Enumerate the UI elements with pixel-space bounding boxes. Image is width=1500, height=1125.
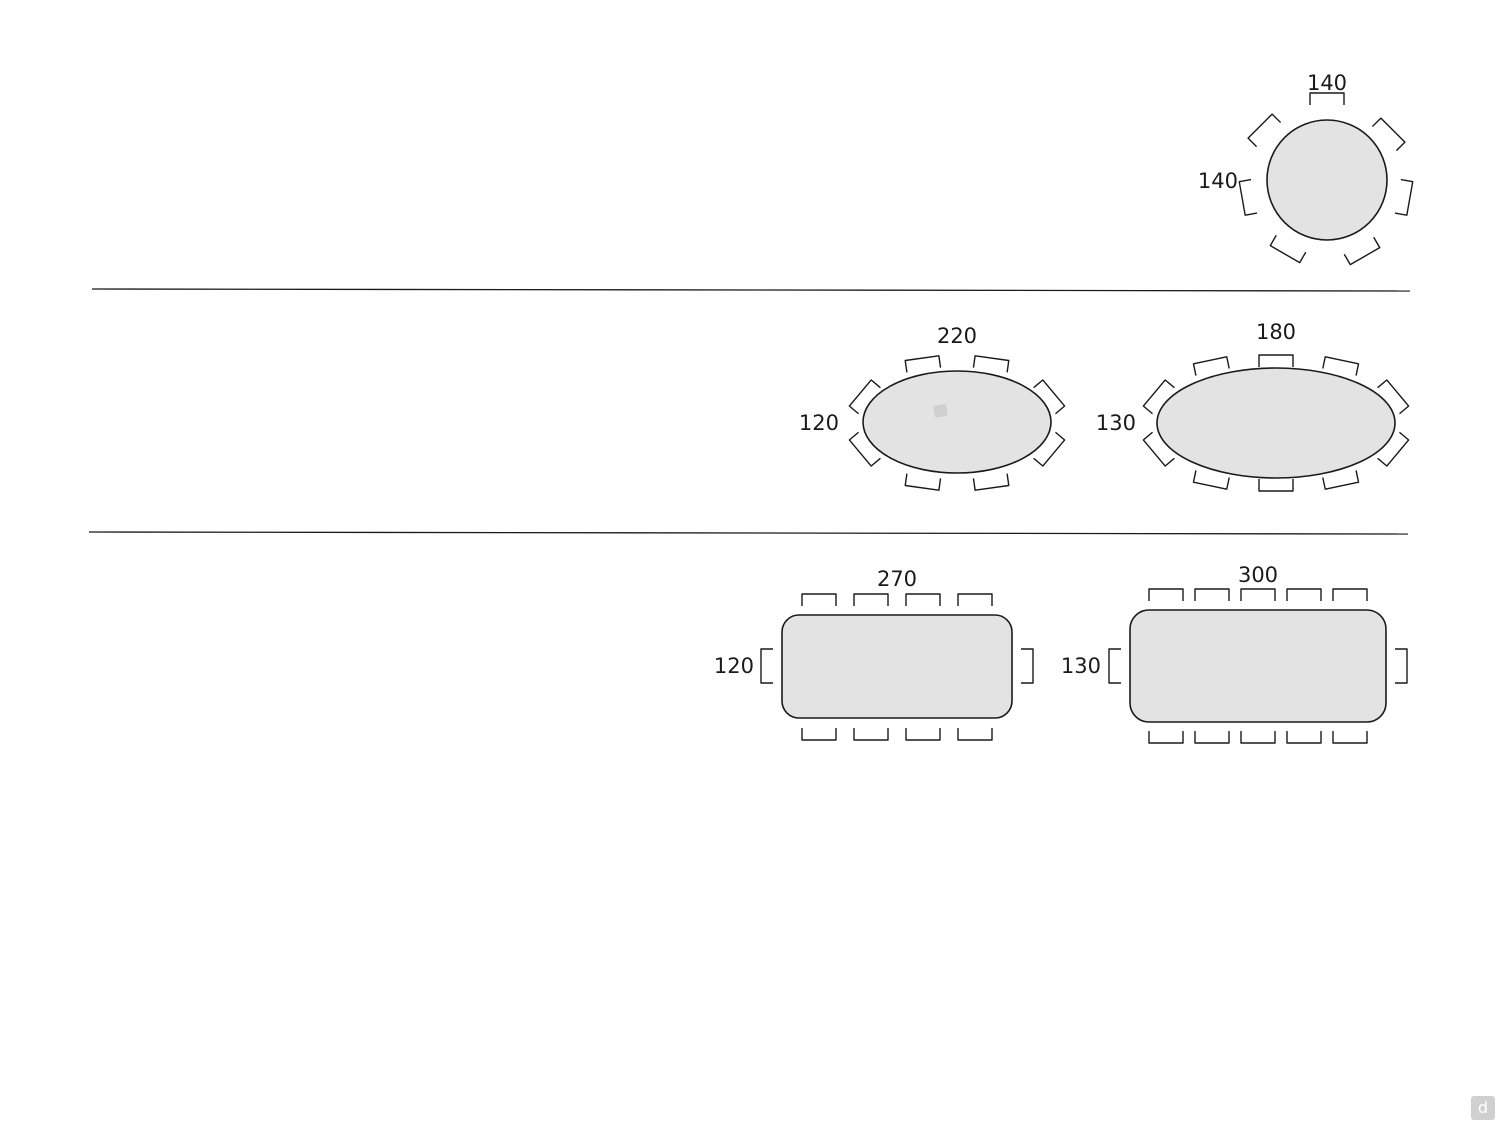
table-top <box>1129 609 1387 723</box>
chair-icon <box>1332 588 1368 601</box>
chair-icon <box>848 379 881 415</box>
width-label: 180 <box>1256 320 1296 344</box>
chair-icon <box>1148 588 1184 601</box>
depth-label: 130 <box>1061 654 1101 678</box>
oval-table-180x130: 180 130 <box>1096 320 1410 492</box>
chair-icon <box>1148 731 1184 744</box>
chair-icon <box>972 473 1010 491</box>
chair-icon <box>1192 356 1230 376</box>
depth-label: 130 <box>1096 411 1136 435</box>
chair-icon <box>1258 354 1294 367</box>
chair-icon <box>1395 648 1408 684</box>
chair-icon <box>1332 731 1368 744</box>
table-top <box>781 614 1013 719</box>
chair-icon <box>853 593 889 606</box>
depth-label: 140 <box>1198 169 1238 193</box>
watermark-logo-icon: d <box>1471 1096 1495 1120</box>
chair-icon <box>1286 588 1322 601</box>
table-top <box>862 370 1052 474</box>
chair-icon <box>1194 731 1230 744</box>
chair-icon <box>1194 588 1230 601</box>
chair-icon <box>760 648 773 684</box>
chair-icon <box>1033 431 1066 467</box>
chair-icon <box>972 355 1010 373</box>
rect-table-300x130: 300 130 <box>1061 563 1408 744</box>
chairs <box>1108 588 1408 744</box>
chair-icon <box>1240 588 1276 601</box>
chair-icon <box>1247 113 1282 148</box>
row-divider-2 <box>88 531 1409 535</box>
oval-table-220x120: 220 120 <box>799 324 1066 491</box>
chair-icon <box>1142 431 1175 467</box>
chair-icon <box>904 473 942 491</box>
row-divider-1 <box>91 288 1411 292</box>
chair-icon <box>905 593 941 606</box>
chairs <box>1238 92 1414 266</box>
chair-icon <box>1240 731 1276 744</box>
chair-icon <box>904 355 942 373</box>
chairs <box>760 593 1034 741</box>
chair-icon <box>905 728 941 741</box>
depth-label: 120 <box>799 411 839 435</box>
chair-icon <box>801 728 837 741</box>
chair-icon <box>957 728 993 741</box>
width-label: 300 <box>1238 563 1278 587</box>
chairs <box>1142 354 1410 492</box>
width-label: 270 <box>877 567 917 591</box>
round-table-140x140: 140 140 <box>1198 71 1414 266</box>
chair-icon <box>1108 648 1121 684</box>
chair-icon <box>1322 470 1360 490</box>
chair-icon <box>1394 178 1414 216</box>
chair-icon <box>801 593 837 606</box>
chair-icon <box>1142 379 1175 415</box>
chair-icon <box>848 431 881 467</box>
watermark-mark <box>933 404 948 418</box>
rect-table-270x120: 270 120 <box>714 567 1034 741</box>
chair-icon <box>1377 431 1410 467</box>
chair-icon <box>1192 470 1230 490</box>
chair-icon <box>1309 92 1345 105</box>
chairs <box>848 355 1066 491</box>
width-label: 140 <box>1307 71 1347 95</box>
table-top <box>1266 119 1388 241</box>
chair-icon <box>1238 178 1258 216</box>
chair-icon <box>1371 117 1406 152</box>
table-top <box>1156 367 1396 479</box>
chair-icon <box>1377 379 1410 415</box>
chair-icon <box>1033 379 1066 415</box>
depth-label: 120 <box>714 654 754 678</box>
chair-icon <box>1322 356 1360 376</box>
chair-icon <box>1286 731 1322 744</box>
chair-icon <box>853 728 889 741</box>
chair-icon <box>1343 236 1381 266</box>
chair-icon <box>1258 479 1294 492</box>
width-label: 220 <box>937 324 977 348</box>
chair-icon <box>1021 648 1034 684</box>
chair-icon <box>1269 234 1307 264</box>
chair-icon <box>957 593 993 606</box>
